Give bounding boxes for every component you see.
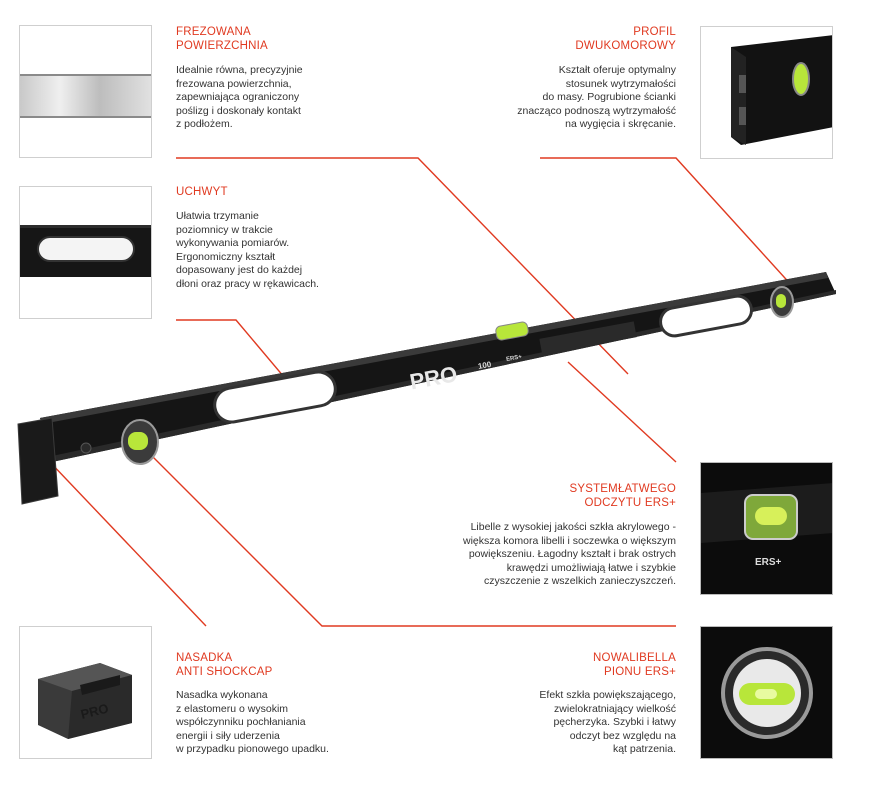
profile-desc-line: znacząco podnoszą wytrzymałość [517,104,676,117]
profile-title-line-2: DWUKOMOROWY [575,40,676,52]
ers-desc-line: Libelle z wysokiej jakości szkła akrylow… [470,521,676,533]
callout-line-ers [567,361,677,463]
plumb-desc-line: odczyt bez względu na [569,729,676,742]
profile-desc-line: do masy. Pogrubione ścianki [542,91,676,103]
spirit-level-body: PRO 100 ERS+ [17,272,836,505]
profile-desc-line: Kształt oferuje optymalny [558,64,676,76]
ers-description: Libelle z wysokiej jakości szkła akrylow… [463,521,676,589]
callout-line-handle [176,319,301,397]
end-hole [80,442,92,454]
ers-desc-line: krawędzi umożliwiają łatwe i szybkie [506,561,676,574]
profile-desc-line: stosunek wytrzymałości [565,77,676,90]
milled-title: FREZOWANA POWIERZCHNIA [176,25,268,53]
ers-desc-line: czyszczenie z wszelkich zanieczyszczeń. [484,575,676,587]
handle-desc-line: dopasowany jest do każdej [176,264,303,276]
shockcap-title: NASADKA ANTI SHOCKCAP [176,651,273,679]
profile-title-line-1: PROFIL [633,26,676,38]
plumb-desc-line: Efekt szkła powiększającego, [539,689,676,701]
shockcap-desc-line: współczynniku pochłaniania [176,716,306,728]
handle-desc-line: dłoni oraz pracy w rękawicach. [176,277,319,290]
shockcap-end [17,417,59,505]
svg-text:PRO: PRO [79,701,110,722]
center-level-vial [495,321,529,341]
handle-thumbnail [19,186,152,319]
milled-title-line-1: FREZOWANA [176,26,251,38]
plumb-desc-line: zwielokratniający wielkość [554,702,676,715]
ers-thumbnail-label: ERS+ [755,557,782,568]
plumb-vial-thumbnail [700,626,833,759]
shockcap-title-line-1: NASADKA [176,652,233,664]
callout-line-plumb [143,447,676,627]
ers-label: ERS+ [506,354,523,363]
ers-title: SYSTEMŁATWEGO ODCZYTU ERS+ [569,482,676,510]
shockcap-desc-line: energii i siły uderzenia [176,729,280,742]
milled-desc-line: zapewniająca ograniczony [176,91,300,103]
ers-desc-line: powiększeniu. Łagodny kształt i brak ost… [468,548,676,560]
handle-title-line-1: UCHWYT [176,186,228,198]
handle-desc-line: Ergonomiczny kształt [176,250,276,263]
plumb-description: Efekt szkła powiększającego, zwielokratn… [539,689,676,757]
plumb-title-line-1: NOWALIBELLA [593,652,676,664]
ers-vial-thumbnail: ERS+ [700,462,833,595]
shockcap-desc-line: z elastomeru o wysokim [176,702,289,715]
profile-description: Kształt oferuje optymalny stosunek wytrz… [517,64,676,132]
length-value: 100 [477,360,492,371]
shockcap-desc-line: Nasadka wykonana [176,689,268,701]
callout-line-shockcap [47,459,207,627]
profile-title: PROFIL DWUKOMOROWY [575,25,676,53]
handle-title: UCHWYT [176,185,228,199]
callout-line-profile [540,157,795,289]
plumb-title: NOWALIBELLA PIONU ERS+ [593,651,676,679]
milled-title-line-2: POWIERZCHNIA [176,40,268,52]
scale-label-panel [539,321,637,355]
milled-desc-line: Idealnie równa, precyzyjnie [176,64,303,76]
plumb-desc-line: pęcherzyka. Szybki i łatwy [553,716,676,728]
milled-desc-line: z podłożem. [176,118,233,130]
right-handle-hole [659,294,753,338]
shockcap-description: Nasadka wykonana z elastomeru o wysokim … [176,689,329,757]
handle-description: Ułatwia trzymanie poziomnicy w trakcie w… [176,210,319,291]
ers-title-line-1: SYSTEMŁATWEGO [569,483,676,495]
milled-surface-thumbnail [19,25,152,158]
left-handle-hole [213,370,337,424]
profile-thumbnail [700,26,833,159]
milled-desc-line: frezowana powierzchnia, [176,77,292,90]
handle-desc-line: wykonywania pomiarów. [176,237,290,249]
handle-desc-line: poziomnicy w trakcie [176,223,273,236]
profile-desc-line: na wygięcia i skręcanie. [565,118,676,130]
plumb-desc-line: kąt patrzenia. [612,743,676,755]
callout-lines [47,157,795,627]
ers-desc-line: większa komora libelli i soczewka o więk… [463,534,676,547]
ers-title-line-2: ODCZYTU ERS+ [584,497,676,509]
milled-description: Idealnie równa, precyzyjnie frezowana po… [176,64,303,132]
plumb-title-line-2: PIONU ERS+ [604,666,676,678]
milled-desc-line: poślizg i doskonały kontakt [176,104,301,117]
callout-line-milled [176,157,629,375]
shockcap-title-line-2: ANTI SHOCKCAP [176,666,273,678]
shockcap-thumbnail: PRO [19,626,152,759]
shockcap-desc-line: w przypadku pionowego upadku. [176,743,329,755]
handle-desc-line: Ułatwia trzymanie [176,210,259,222]
